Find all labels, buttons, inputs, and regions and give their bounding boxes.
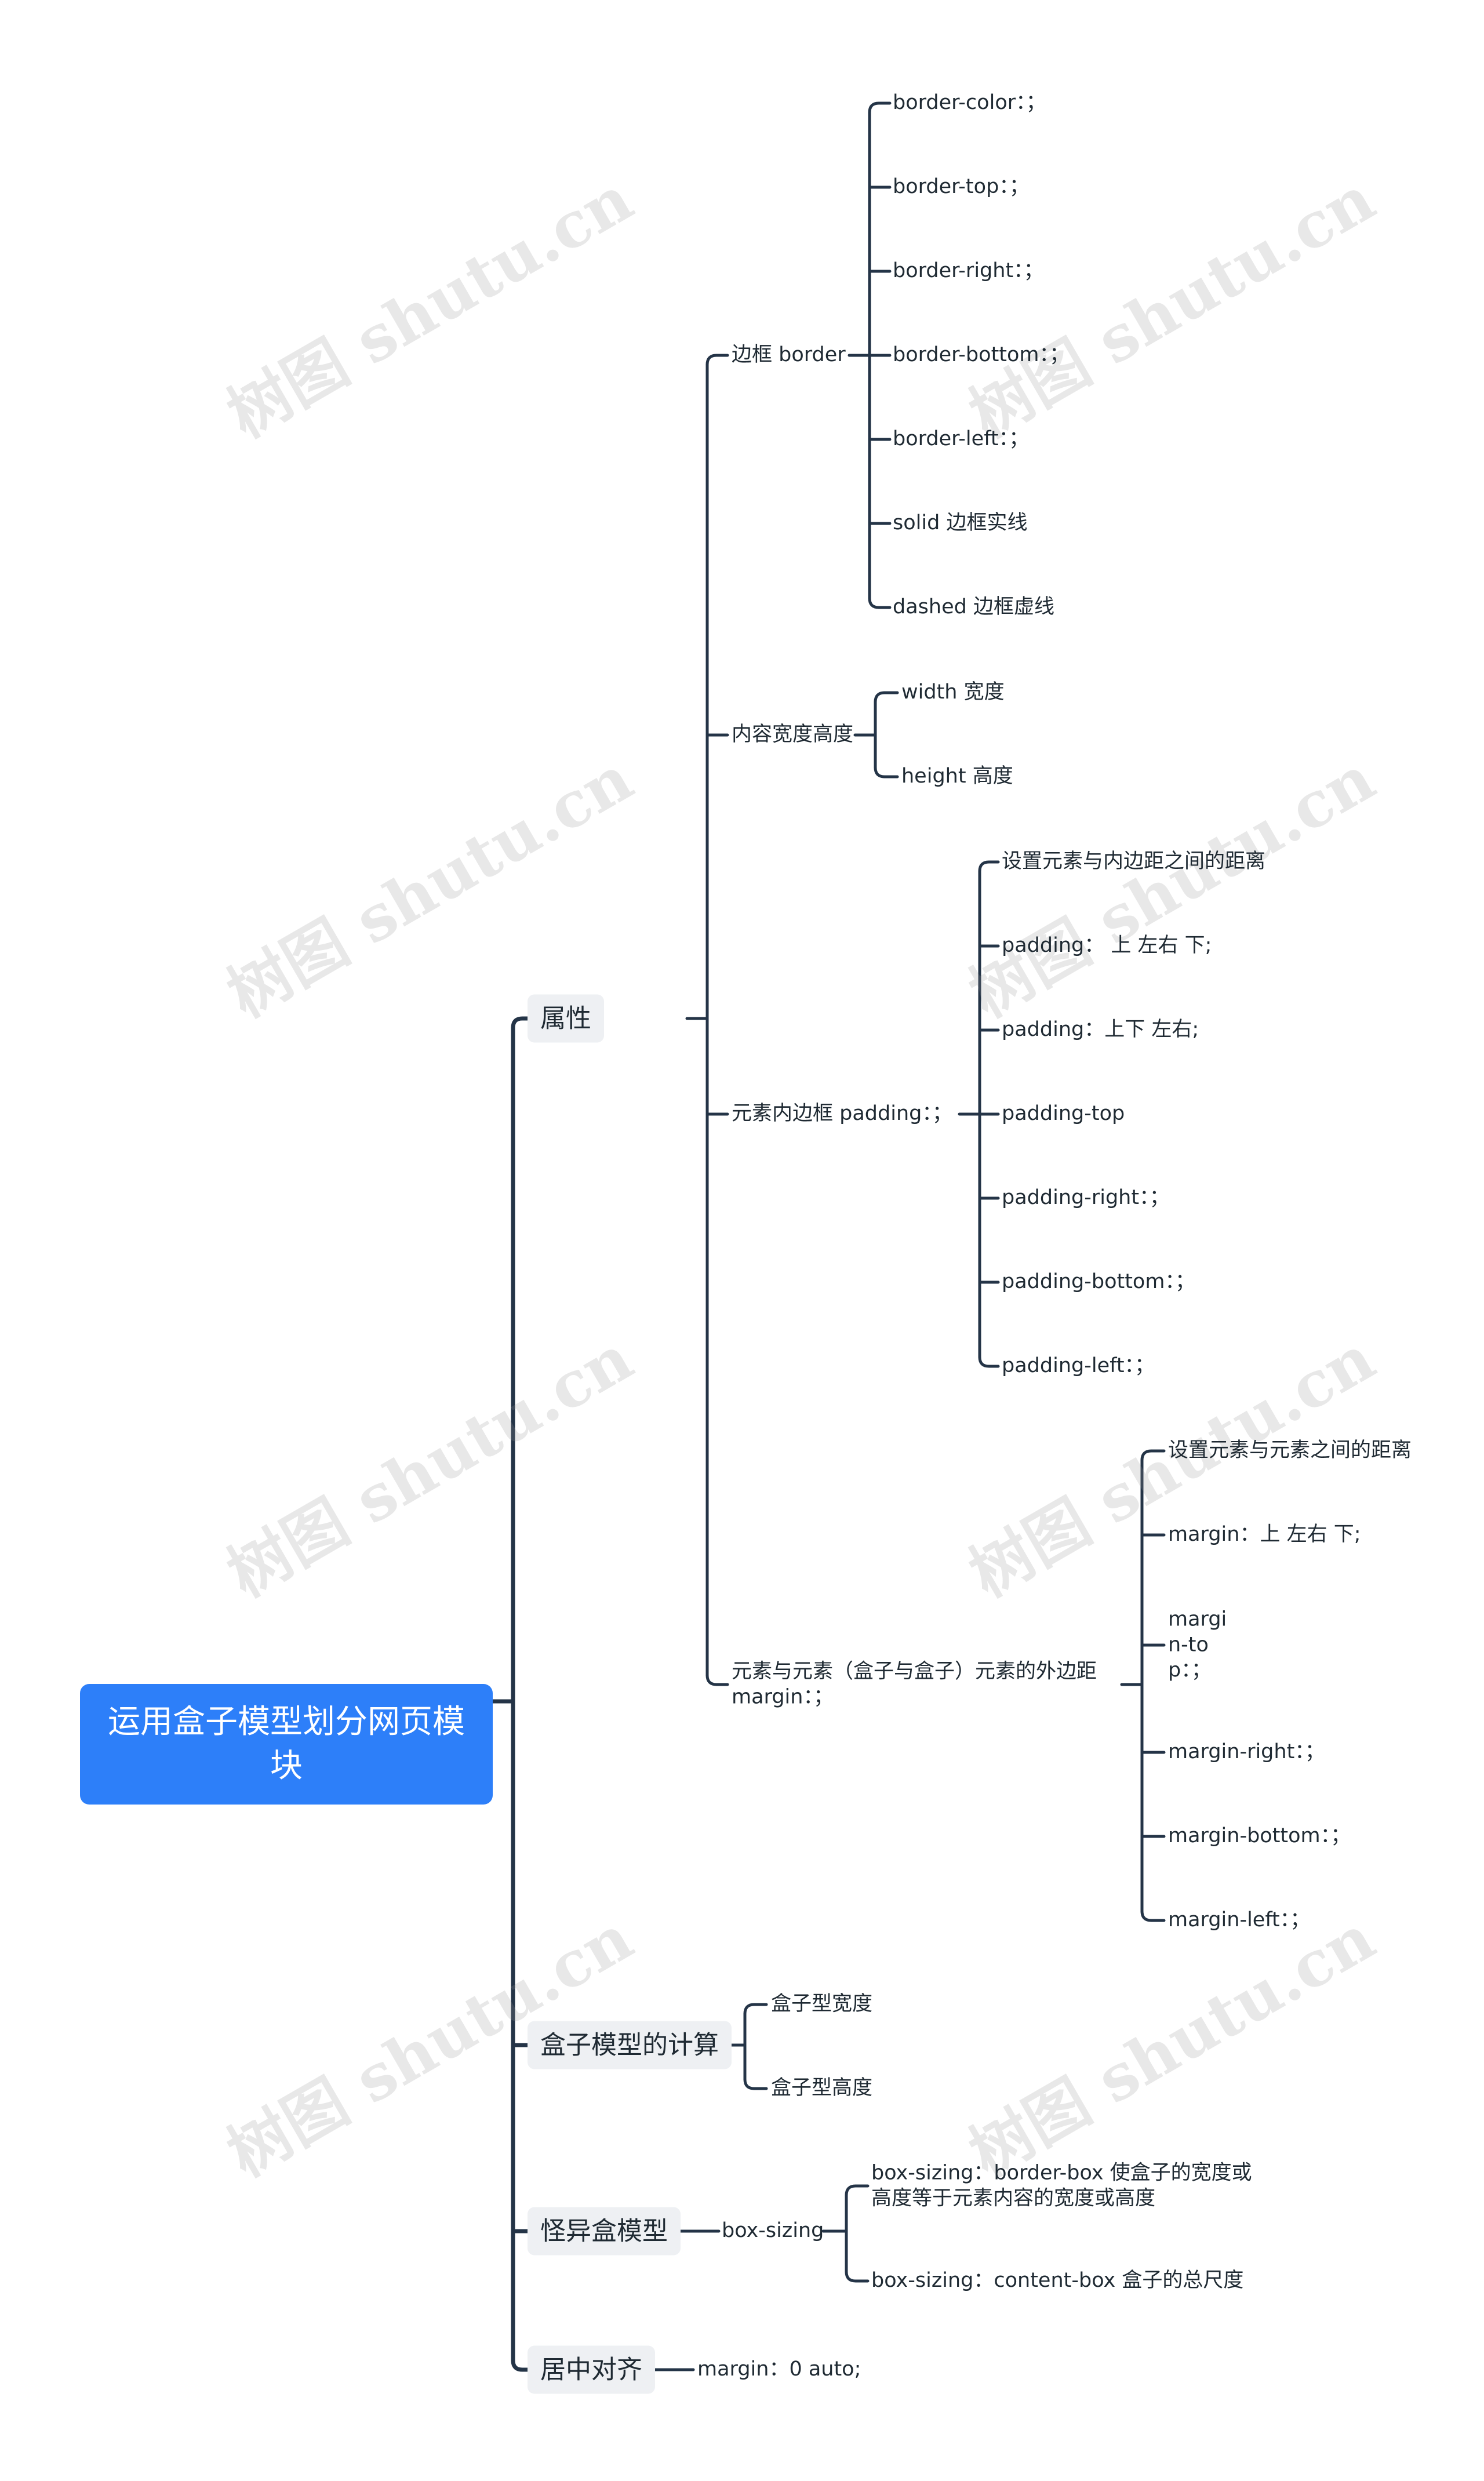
leaf-height[interactable]: height 高度: [901, 765, 1013, 788]
leaf-padding-3val[interactable]: padding： 上 左右 下;: [1002, 934, 1212, 958]
leaf-margin-top[interactable]: margin-top：；: [1168, 1607, 1227, 1682]
leaf-content-box[interactable]: box-sizing：content-box 盒子的总尺度: [871, 2269, 1244, 2293]
root-topic[interactable]: 运用盒子模型划分网页模块: [80, 1684, 493, 1805]
leaf-border-box[interactable]: box-sizing：border-box 使盒子的宽度或高度等于元素内容的宽度…: [871, 2161, 1252, 2210]
subtopic-margin[interactable]: 元素与元素（盒子与盒子）元素的外边距 margin：；: [732, 1660, 1097, 1708]
connector: [978, 1355, 1000, 1368]
leaf-padding-top[interactable]: padding-top: [1002, 1102, 1125, 1126]
leaf-padding-left[interactable]: padding-left：；: [1002, 1354, 1155, 1378]
connector: [511, 1016, 530, 1030]
connector: [874, 766, 899, 779]
leaf-padding-right[interactable]: padding-right：；: [1002, 1186, 1170, 1210]
topic-attributes[interactable]: 属性: [528, 994, 604, 1043]
connector: [845, 2270, 870, 2283]
topic-box-model-calc[interactable]: 盒子模型的计算: [528, 2021, 732, 2069]
connector: [743, 2078, 768, 2090]
subtopic-content-size[interactable]: 内容宽度高度: [732, 723, 854, 747]
leaf-width[interactable]: width 宽度: [901, 681, 1005, 704]
leaf-solid[interactable]: solid 边框实线: [893, 511, 1028, 535]
connector: [845, 2184, 870, 2197]
connector: [868, 101, 892, 114]
topic-quirks-box-model[interactable]: 怪异盒模型: [528, 2207, 681, 2256]
leaf-margin-left[interactable]: margin-left：；: [1168, 1908, 1311, 1932]
connector: [874, 691, 899, 704]
topic-center-align[interactable]: 居中对齐: [528, 2345, 655, 2394]
leaf-border-bottom[interactable]: border-bottom：；: [893, 343, 1070, 367]
connector: [868, 596, 892, 609]
leaf-margin-auto[interactable]: margin：0 auto;: [697, 2358, 861, 2381]
leaf-padding-desc[interactable]: 设置元素与内边距之间的距离: [1002, 850, 1266, 874]
leaf-margin-desc[interactable]: 设置元素与元素之间的距离: [1168, 1439, 1412, 1463]
connector: [1140, 1449, 1166, 1462]
leaf-border-top[interactable]: border-top：；: [893, 175, 1030, 199]
subtopic-padding[interactable]: 元素内边框 padding：；: [732, 1102, 952, 1126]
leaf-box-width[interactable]: 盒子型宽度: [771, 1992, 873, 2016]
leaf-padding-bottom[interactable]: padding-bottom：；: [1002, 1270, 1195, 1294]
leaf-border-left[interactable]: border-left：；: [893, 427, 1030, 451]
connector: [978, 860, 1000, 873]
subtopic-border[interactable]: 边框 border: [732, 343, 846, 367]
leaf-margin-bottom[interactable]: margin-bottom：；: [1168, 1824, 1351, 1848]
leaf-padding-2val[interactable]: padding：上下 左右;: [1002, 1018, 1199, 1042]
connector: [705, 354, 729, 366]
connector: [705, 1674, 729, 1686]
leaf-dashed[interactable]: dashed 边框虚线: [893, 595, 1054, 619]
leaf-border-color[interactable]: border-color：；: [893, 91, 1046, 115]
connector: [743, 2003, 768, 2016]
connector: [511, 2358, 530, 2372]
leaf-margin-3val[interactable]: margin：上 左右 下;: [1168, 1523, 1361, 1547]
subtopic-box-sizing[interactable]: box-sizing: [722, 2219, 824, 2243]
connector: [1140, 1909, 1166, 1922]
leaf-margin-right[interactable]: margin-right：；: [1168, 1740, 1325, 1764]
leaf-box-height[interactable]: 盒子型高度: [771, 2076, 873, 2100]
leaf-border-right[interactable]: border-right：；: [893, 259, 1044, 283]
